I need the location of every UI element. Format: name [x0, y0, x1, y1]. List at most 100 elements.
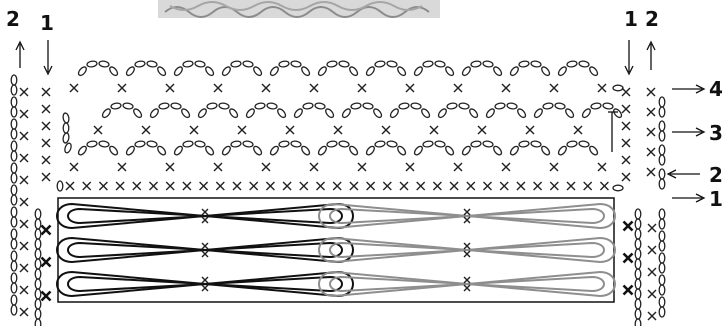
chain-stitch	[123, 102, 134, 109]
chain-stitch	[613, 185, 623, 191]
chain-stitch	[413, 66, 424, 77]
sc-stitch	[20, 132, 28, 140]
chain-stitch	[64, 142, 73, 153]
chain-stitch	[135, 140, 146, 147]
chain-stitch	[11, 97, 17, 107]
sc-stitch	[250, 182, 258, 190]
chain-stitch	[461, 145, 472, 156]
chain-stitch	[243, 60, 254, 67]
chain-stitch	[635, 279, 641, 289]
sc-stitch	[647, 168, 655, 176]
loop-panel	[57, 198, 615, 302]
sc-stitch	[622, 105, 630, 113]
sc-stitch	[648, 312, 656, 320]
chain-stitch	[11, 107, 17, 117]
chain-stitch	[11, 173, 17, 183]
label-row-4: 4	[709, 77, 723, 101]
chain-stitch	[413, 145, 424, 156]
chain-stitch	[11, 141, 17, 151]
chain-stitch	[11, 251, 17, 261]
chain-stitch	[339, 140, 350, 147]
chain-stitch	[99, 60, 110, 67]
chain-stitch	[372, 108, 383, 119]
sc-stitch	[574, 126, 582, 134]
chain-stitch	[279, 60, 290, 67]
sc-stitch	[202, 285, 208, 291]
chain-stitch	[437, 108, 448, 119]
chain-stitch	[348, 145, 359, 156]
chain-stitch	[659, 145, 665, 155]
sc-stitch	[450, 182, 458, 190]
sc-stitch	[238, 126, 246, 134]
sc-stitch	[190, 126, 198, 134]
sc-stitch	[464, 243, 470, 249]
chain-stitch	[77, 66, 88, 77]
chain-stitch	[555, 102, 566, 109]
chain-stitch	[348, 66, 359, 77]
chain-stitch	[579, 60, 590, 67]
chain-stitch	[11, 151, 17, 161]
chain-stitch	[228, 108, 239, 119]
sc-stitch	[624, 286, 633, 295]
chain-stitch	[245, 108, 256, 119]
chain-stitch	[156, 145, 167, 156]
yarn-photo	[158, 0, 440, 18]
sc-stitch	[118, 84, 126, 92]
sc-stitch	[598, 84, 606, 92]
sc-stitch	[622, 139, 630, 147]
chain-stitch	[171, 102, 182, 109]
chain-stitch	[317, 66, 328, 77]
chain-stitch	[519, 60, 530, 67]
chain-stitch	[300, 66, 311, 77]
chain-stitch	[11, 163, 17, 173]
chain-stitch	[231, 140, 242, 147]
label-col-2-left: 2	[6, 7, 20, 31]
chain-stitch	[435, 140, 446, 147]
sc-stitch	[647, 88, 655, 96]
chain-stitch	[293, 108, 304, 119]
chain-stitch	[173, 66, 184, 77]
sc-stitch	[283, 182, 291, 190]
chain-stitch	[11, 217, 17, 227]
label-col-1-right: 1	[624, 7, 638, 31]
sc-stitch	[202, 277, 208, 283]
chain-stitch	[557, 145, 568, 156]
chain-stitch	[485, 108, 496, 119]
chain-stitch	[267, 102, 278, 109]
sc-stitch	[142, 126, 150, 134]
chain-stitch	[11, 229, 17, 239]
sc-stitch	[99, 182, 107, 190]
chain-stitch	[300, 145, 311, 156]
sc-stitch	[464, 285, 470, 291]
sc-stitch	[202, 251, 208, 257]
chain-stitch	[276, 108, 287, 119]
chain-stitch	[635, 259, 641, 269]
chain-stitch	[11, 75, 17, 85]
sc-stitch	[200, 182, 208, 190]
chain-stitch	[564, 108, 575, 119]
sc-stitch	[214, 163, 222, 171]
chain-stitch	[35, 209, 41, 219]
chain-stitch	[341, 108, 352, 119]
chain-stitch	[303, 102, 314, 109]
sc-stitch	[406, 84, 414, 92]
chain-stitch	[221, 66, 232, 77]
chain-stitch	[483, 140, 494, 147]
chain-stitch	[231, 60, 242, 67]
chain-stitch	[243, 140, 254, 147]
chain-stitch	[35, 249, 41, 259]
sc-stitch	[42, 226, 51, 235]
sc-stitch	[166, 182, 174, 190]
chain-stitch	[252, 66, 263, 77]
chain-stitch	[11, 305, 17, 315]
sc-stitch	[584, 182, 592, 190]
chain-stitch	[492, 66, 503, 77]
chain-stitch	[35, 289, 41, 299]
chain-stitch	[531, 60, 542, 67]
sc-stitch	[622, 122, 630, 130]
sc-stitch	[350, 182, 358, 190]
chain-stitch	[635, 299, 641, 309]
chain-stitch	[396, 145, 407, 156]
chain-stitch	[11, 239, 17, 249]
